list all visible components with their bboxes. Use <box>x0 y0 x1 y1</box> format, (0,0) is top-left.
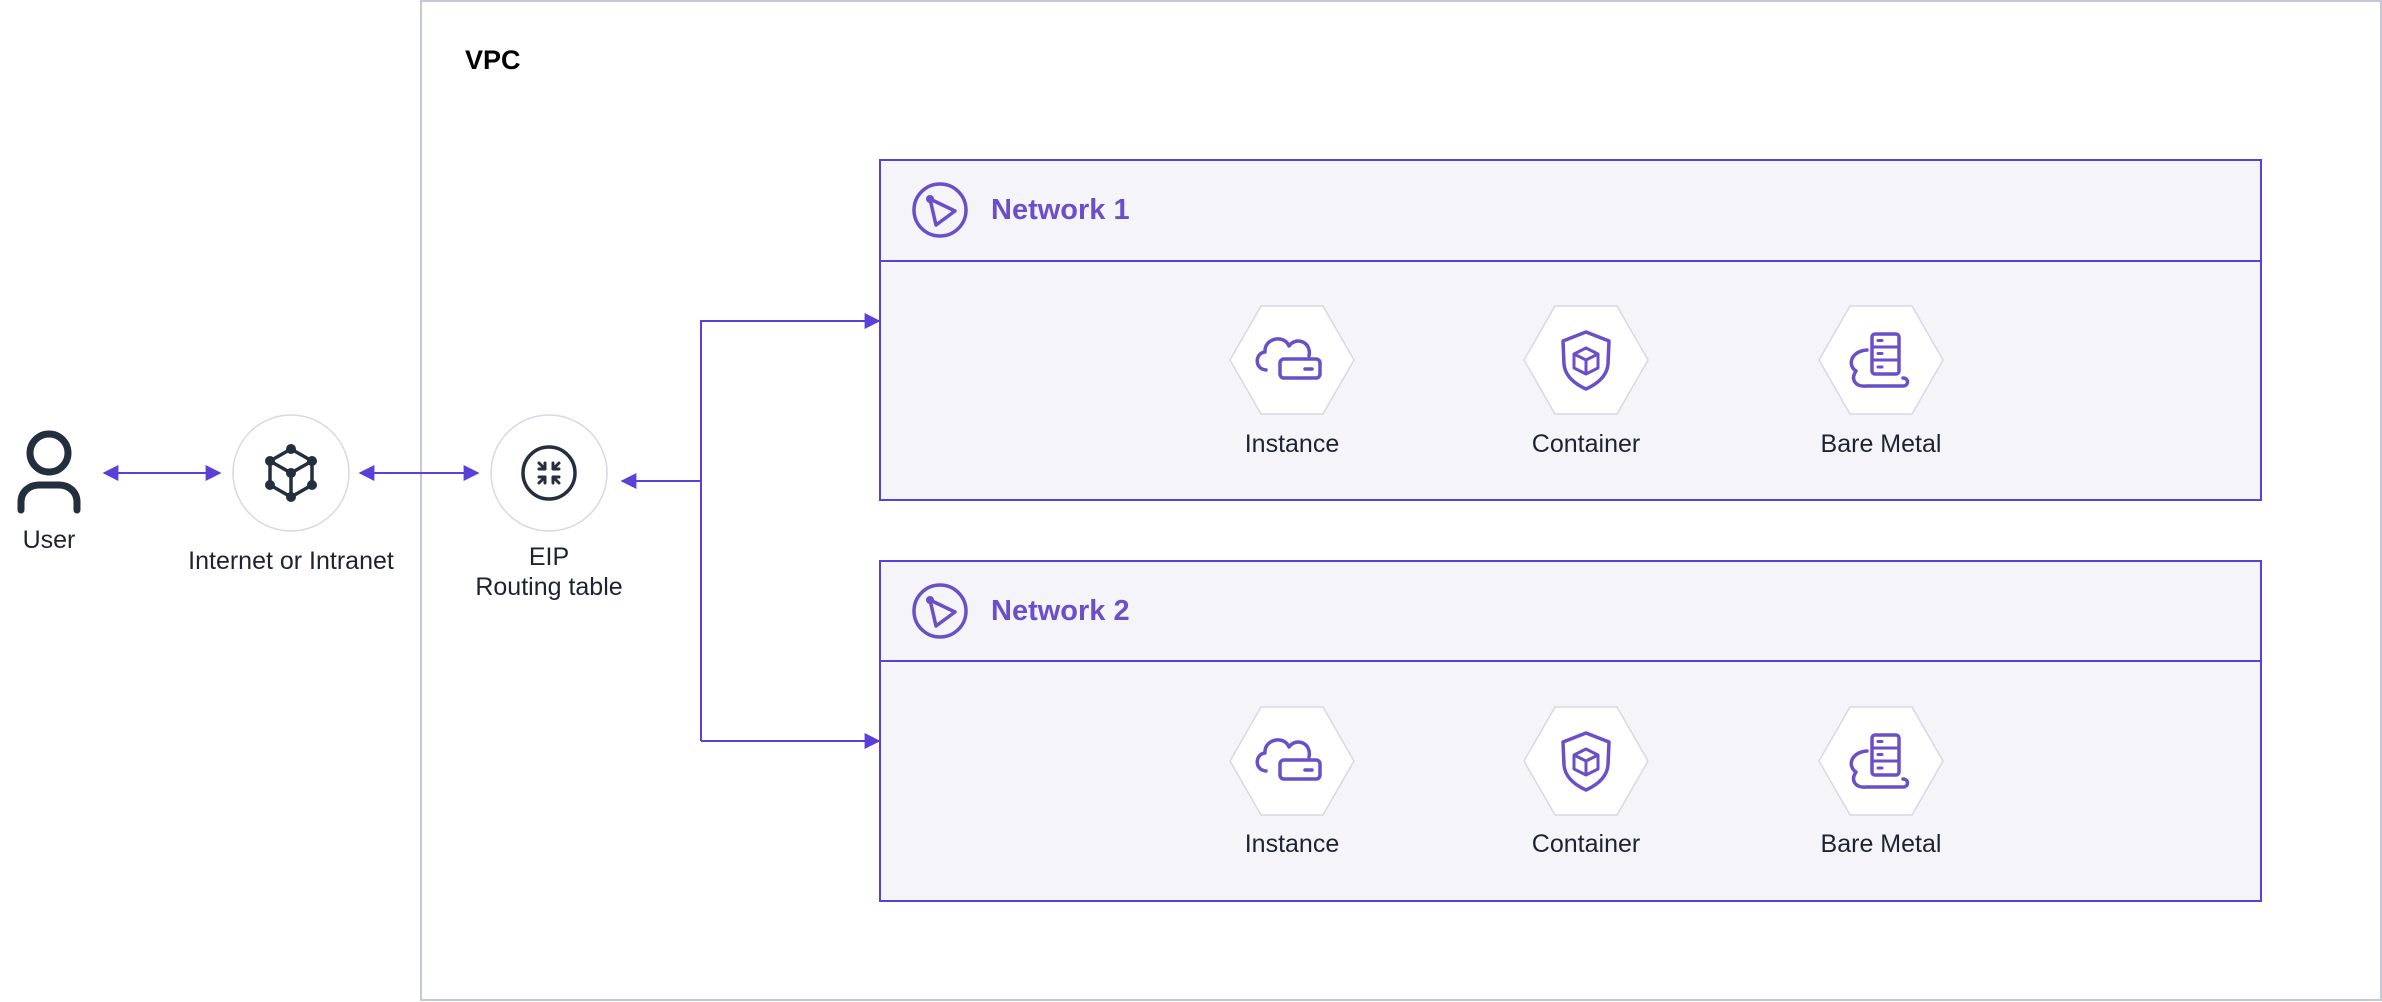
network-mesh-icon <box>265 444 317 502</box>
router-icon <box>521 445 577 501</box>
eip-node <box>490 414 608 532</box>
internet-node <box>232 414 350 532</box>
network-2-title: Network 2 <box>991 595 1130 627</box>
bare-metal-label: Bare Metal <box>1820 430 1942 458</box>
routing-table-label: Routing table <box>475 573 623 601</box>
user-label: User <box>22 526 76 554</box>
network-1-panel <box>879 159 2262 501</box>
bare-metal-label: Bare Metal <box>1820 830 1942 858</box>
container-label: Container <box>1531 430 1641 458</box>
container-label: Container <box>1531 830 1641 858</box>
vpc-title: VPC <box>465 45 521 75</box>
network-1-title: Network 1 <box>991 194 1130 226</box>
instance-label: Instance <box>1244 430 1340 458</box>
user-icon <box>17 430 81 514</box>
instance-label: Instance <box>1244 830 1340 858</box>
network-2-panel <box>879 560 2262 902</box>
internet-label: Internet or Intranet <box>188 547 394 575</box>
eip-label: EIP <box>528 543 570 571</box>
